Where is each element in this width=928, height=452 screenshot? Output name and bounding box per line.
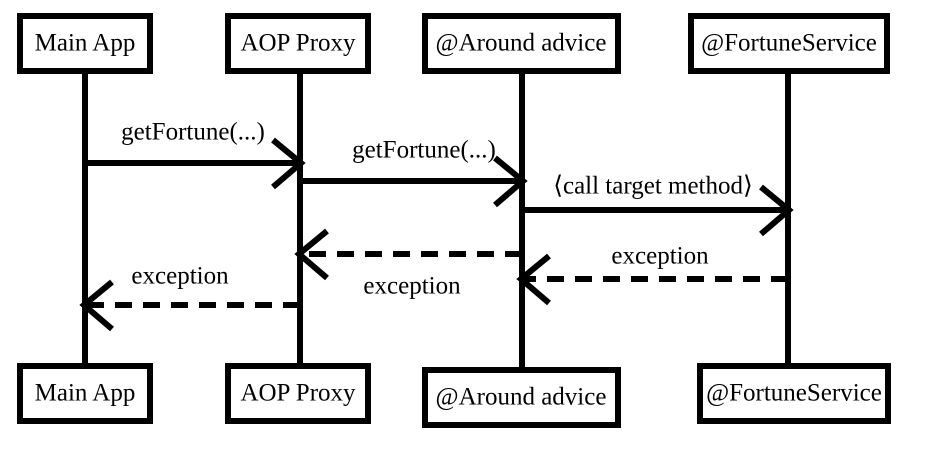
message-label-getfortune-2: getFortune(...) [352, 137, 496, 164]
participant-box-rect [688, 13, 890, 74]
participant-label-around-advice-top: @Around advice [436, 30, 607, 57]
participant-box-main-app-top[interactable]: Main App [17, 13, 153, 74]
message-exception-advice-to-proxy[interactable]: exception [294, 228, 522, 300]
participant-box-around-advice-top[interactable]: @Around advice [422, 13, 621, 74]
top-participant-boxes: Main App AOP Proxy @Around advice @Fortu… [17, 13, 890, 74]
participant-label-fortune-service-bottom: @FortuneService [706, 380, 882, 407]
message-getfortune-main-to-proxy[interactable]: getFortune(...) [85, 119, 306, 190]
participant-box-rect [17, 13, 153, 74]
participant-label-around-advice-bottom: @Around advice [436, 384, 607, 411]
participant-box-rect [17, 363, 153, 424]
arrowhead-left-icon [79, 279, 114, 332]
participant-box-fortune-service-bottom[interactable]: @FortuneService [697, 363, 891, 424]
message-label-exception-1: exception [611, 243, 709, 270]
participant-box-rect [225, 13, 371, 74]
participant-label-main-app-top: Main App [35, 30, 136, 57]
message-getfortune-proxy-to-advice[interactable]: getFortune(...) [300, 137, 528, 208]
arrowhead-left-icon [294, 228, 329, 281]
message-exception-proxy-to-main[interactable]: exception [79, 263, 300, 332]
arrowhead-left-icon [516, 253, 551, 306]
bottom-participant-boxes: Main App AOP Proxy @Around advice @Fortu… [17, 363, 891, 428]
arrowhead-right-icon [271, 137, 306, 190]
message-label-exception-3: exception [131, 263, 229, 290]
participant-box-aop-proxy-top[interactable]: AOP Proxy [225, 13, 371, 74]
participant-box-rect [225, 363, 371, 424]
arrowhead-right-icon [493, 155, 528, 208]
participant-box-aop-proxy-bottom[interactable]: AOP Proxy [225, 363, 371, 424]
participant-box-rect [422, 13, 621, 74]
message-label-exception-2: exception [363, 273, 461, 300]
participant-box-fortune-service-top[interactable]: @FortuneService [688, 13, 890, 74]
participant-label-aop-proxy-bottom: AOP Proxy [240, 380, 356, 407]
participant-label-aop-proxy-top: AOP Proxy [240, 30, 356, 57]
arrowhead-right-icon [759, 184, 794, 237]
participant-box-rect [422, 367, 621, 428]
participant-label-main-app-bottom: Main App [35, 380, 136, 407]
participant-label-fortune-service-top: @FortuneService [701, 30, 877, 57]
participant-box-around-advice-bottom[interactable]: @Around advice [422, 367, 621, 428]
message-label-call-target-method: ⟨call target method⟩ [553, 173, 753, 200]
participant-box-main-app-bottom[interactable]: Main App [17, 363, 153, 424]
lifelines-group [82, 73, 791, 372]
participant-box-rect [697, 363, 891, 424]
message-call-target-method[interactable]: ⟨call target method⟩ [522, 173, 794, 237]
message-exception-service-to-advice[interactable]: exception [516, 243, 788, 306]
message-label-getfortune-1: getFortune(...) [121, 119, 265, 146]
